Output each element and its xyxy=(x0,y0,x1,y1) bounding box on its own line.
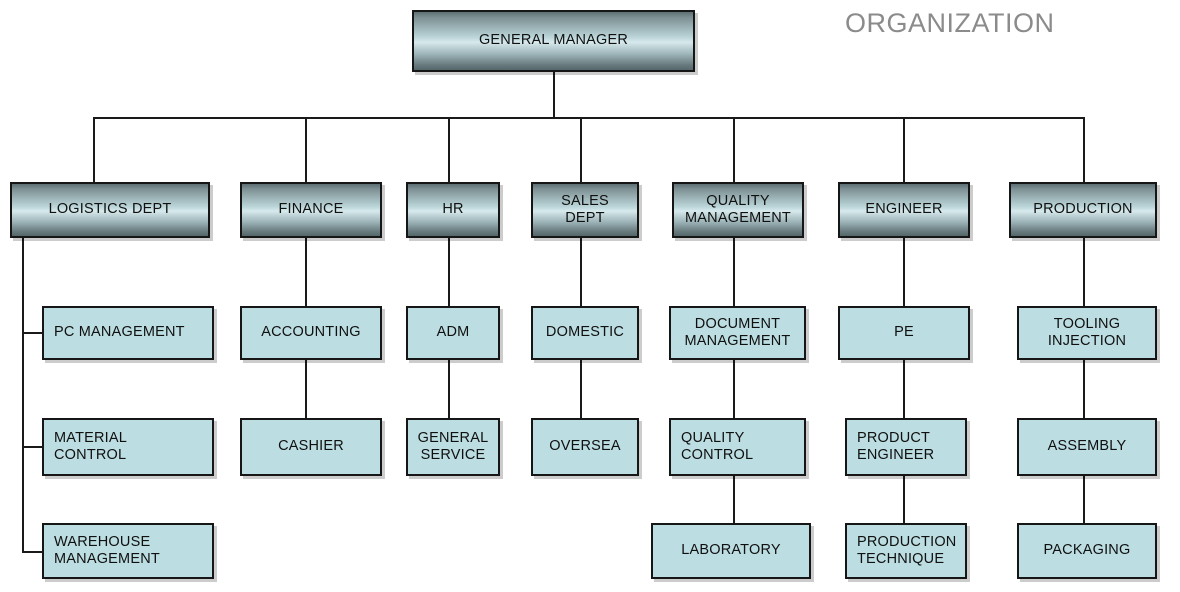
node-label: PE xyxy=(894,324,914,341)
node-label-line1: SALES xyxy=(561,192,609,209)
connector-logistics-stub-3 xyxy=(22,551,44,553)
connector-logistics-spine xyxy=(22,238,24,553)
node-warehouse-management[interactable]: WAREHOUSE MANAGEMENT xyxy=(42,523,214,579)
node-general-manager[interactable]: GENERAL MANAGER xyxy=(412,10,695,72)
node-label-line1: PRODUCT xyxy=(857,429,931,446)
node-laboratory[interactable]: LABORATORY xyxy=(651,523,811,579)
node-production[interactable]: PRODUCTION xyxy=(1009,182,1157,238)
node-label-line2: MANAGEMENT xyxy=(54,551,160,567)
connector-root-stem xyxy=(553,72,555,119)
node-production-technique[interactable]: PRODUCTION TECHNIQUE xyxy=(845,523,967,579)
node-label: ENGINEER xyxy=(865,201,943,218)
node-label: OVERSEA xyxy=(549,438,621,455)
connector-sales-1 xyxy=(580,238,582,306)
node-accounting[interactable]: ACCOUNTING xyxy=(240,306,382,360)
connector-bus-to-logistics xyxy=(93,117,95,182)
connector-quality-1 xyxy=(733,238,735,306)
node-general-service[interactable]: GENERAL SERVICE xyxy=(406,418,500,476)
node-logistics-dept[interactable]: LOGISTICS DEPT xyxy=(10,182,210,238)
node-label-line1: WAREHOUSE xyxy=(54,533,151,550)
node-label: LOGISTICS DEPT xyxy=(48,201,172,218)
connector-logistics-stub-1 xyxy=(22,332,44,334)
node-oversea[interactable]: OVERSEA xyxy=(531,418,639,476)
connector-quality-3 xyxy=(733,476,735,523)
node-label-line2: MANAGEMENT xyxy=(684,333,791,349)
node-label-line2: ENGINEER xyxy=(857,447,935,463)
node-assembly[interactable]: ASSEMBLY xyxy=(1017,418,1157,476)
node-label-line1: DOCUMENT xyxy=(694,315,781,332)
node-label-line2: DEPT xyxy=(565,210,605,226)
connector-engineer-3 xyxy=(903,476,905,523)
node-label: FINANCE xyxy=(278,201,344,218)
connector-hr-2 xyxy=(448,360,450,418)
connector-bus-to-quality xyxy=(733,117,735,182)
connector-engineer-2 xyxy=(903,360,905,418)
connector-production-1 xyxy=(1083,238,1085,306)
node-label: ADM xyxy=(436,324,470,341)
node-label: PACKAGING xyxy=(1043,542,1131,559)
node-label: ASSEMBLY xyxy=(1047,438,1127,455)
node-label-line1: QUALITY xyxy=(706,192,770,209)
node-tooling-injection[interactable]: TOOLING INJECTION xyxy=(1017,306,1157,360)
node-hr[interactable]: HR xyxy=(406,182,500,238)
node-label: PC MANAGEMENT xyxy=(54,324,185,341)
node-label: DOMESTIC xyxy=(545,324,625,341)
node-adm[interactable]: ADM xyxy=(406,306,500,360)
node-quality-control[interactable]: QUALITY CONTROL xyxy=(669,418,806,476)
node-pc-management[interactable]: PC MANAGEMENT xyxy=(42,306,214,360)
node-label-line2: CONTROL xyxy=(54,447,127,463)
connector-production-2 xyxy=(1083,360,1085,418)
connector-quality-2 xyxy=(733,360,735,418)
connector-bus-to-engineer xyxy=(903,117,905,182)
connector-production-3 xyxy=(1083,476,1085,523)
connector-main-bus xyxy=(93,117,1084,119)
node-label: HR xyxy=(442,201,464,218)
connector-bus-to-sales xyxy=(580,117,582,182)
node-product-engineer[interactable]: PRODUCT ENGINEER xyxy=(845,418,967,476)
connector-hr-1 xyxy=(448,238,450,306)
node-label-line2: CONTROL xyxy=(681,447,754,463)
connector-logistics-stub-2 xyxy=(22,446,44,448)
node-document-management[interactable]: DOCUMENT MANAGEMENT xyxy=(669,306,806,360)
node-label-line1: MATERIAL xyxy=(54,429,128,446)
node-packaging[interactable]: PACKAGING xyxy=(1017,523,1157,579)
node-domestic[interactable]: DOMESTIC xyxy=(531,306,639,360)
connector-engineer-1 xyxy=(903,238,905,306)
node-label-line2: MANAGEMENT xyxy=(685,210,791,226)
connector-finance-1 xyxy=(305,238,307,306)
node-label: PRODUCTION xyxy=(1033,201,1133,218)
node-label-line1: PRODUCTION xyxy=(857,533,957,550)
node-cashier[interactable]: CASHIER xyxy=(240,418,382,476)
connector-bus-to-hr xyxy=(448,117,450,182)
node-material-control[interactable]: MATERIAL CONTROL xyxy=(42,418,214,476)
node-label: GENERAL MANAGER xyxy=(478,32,629,49)
node-label-line2: INJECTION xyxy=(1047,333,1127,349)
node-label: LABORATORY xyxy=(681,542,781,559)
node-label-line2: SERVICE xyxy=(420,447,486,463)
node-label-line2: TECHNIQUE xyxy=(857,551,945,567)
connector-bus-to-finance xyxy=(305,117,307,182)
node-quality-management[interactable]: QUALITY MANAGEMENT xyxy=(672,182,804,238)
node-sales-dept[interactable]: SALES DEPT xyxy=(531,182,639,238)
node-finance[interactable]: FINANCE xyxy=(240,182,382,238)
connector-sales-2 xyxy=(580,360,582,418)
node-engineer[interactable]: ENGINEER xyxy=(838,182,970,238)
node-label-line1: GENERAL xyxy=(417,429,489,446)
node-label-line1: TOOLING xyxy=(1053,315,1121,332)
node-label-line1: QUALITY xyxy=(681,429,745,446)
page-title: ORGANIZATION xyxy=(845,8,1055,38)
node-label: ACCOUNTING xyxy=(261,324,361,341)
connector-bus-to-production xyxy=(1083,117,1085,182)
node-label: CASHIER xyxy=(278,438,344,455)
connector-finance-2 xyxy=(305,360,307,418)
node-pe[interactable]: PE xyxy=(838,306,970,360)
